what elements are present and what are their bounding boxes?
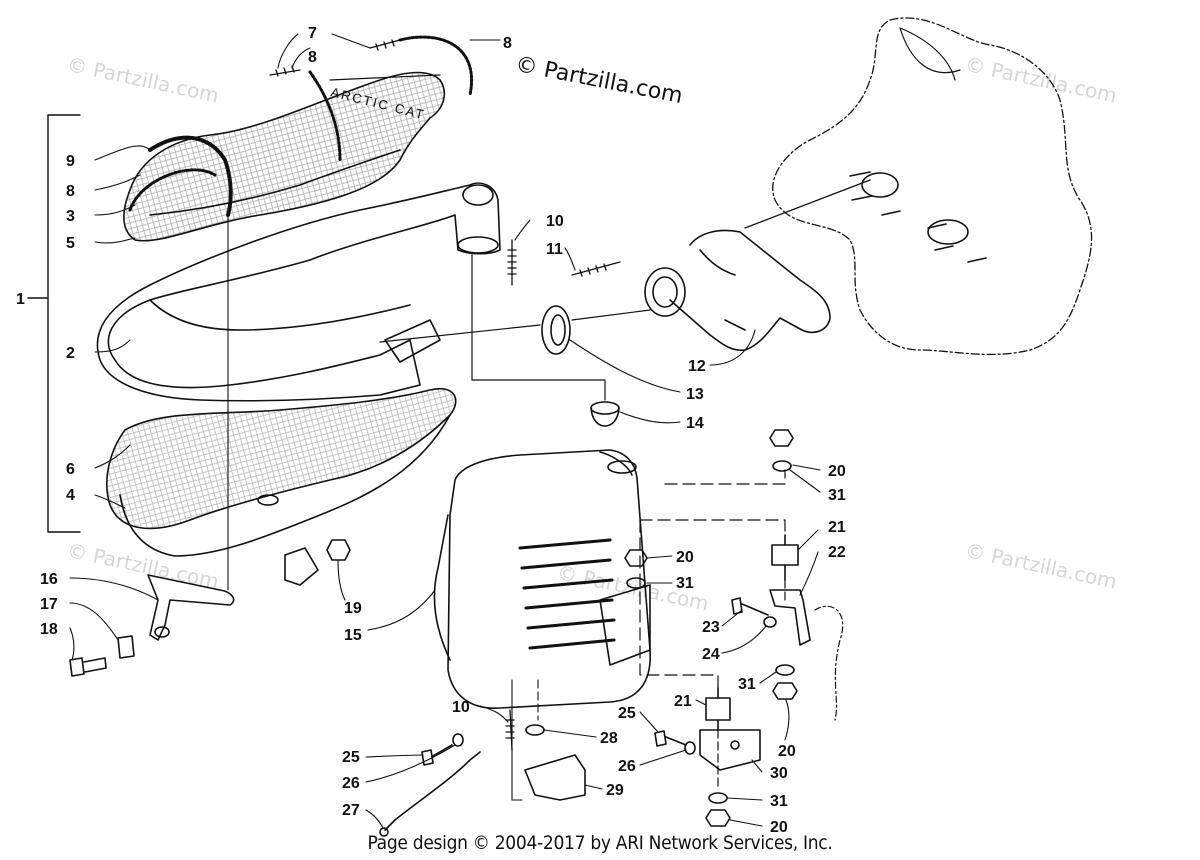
washer-31-top — [772, 460, 792, 472]
spring-9-coil — [148, 135, 233, 217]
callout-4: 4 — [66, 487, 75, 504]
callout-7: 7 — [308, 25, 317, 42]
callout-23: 23 — [702, 619, 720, 636]
callout-11: 11 — [546, 241, 563, 258]
callout-20: 20 — [778, 743, 796, 760]
callout-30: 30 — [770, 765, 788, 782]
bolt-18 — [69, 657, 107, 677]
lower-heat-shield — [106, 387, 457, 557]
callout-21: 21 — [828, 519, 846, 536]
spring-10-lower — [505, 709, 515, 751]
bolt-25-right — [654, 730, 687, 747]
callout-8: 8 — [503, 35, 512, 52]
callout-10: 10 — [546, 213, 564, 230]
muffler-grommet — [590, 401, 620, 427]
callout-8: 8 — [66, 183, 75, 200]
spring-8-small — [269, 65, 301, 77]
washer-28 — [525, 724, 545, 736]
heat-shield-bracket — [147, 574, 235, 641]
cable-27 — [379, 751, 481, 837]
callout-2: 2 — [66, 345, 75, 362]
lock-washer-24 — [763, 616, 777, 628]
callout-14: 14 — [686, 415, 704, 432]
rubber-mount-lower — [705, 687, 731, 731]
callout-20: 20 — [770, 819, 788, 836]
spring-7 — [369, 39, 401, 51]
callout-12: 12 — [688, 358, 706, 375]
callout-6: 6 — [66, 461, 75, 478]
washer-26-right — [684, 741, 696, 755]
page-footer: Page design © 2004-2017 by ARI Network S… — [367, 832, 833, 854]
engine-exhaust-studs — [849, 171, 987, 263]
washer-31-bottom — [708, 792, 728, 804]
nut-20-lower — [772, 682, 798, 700]
frame-rail — [814, 605, 844, 721]
callout-3: 3 — [66, 208, 75, 225]
nut-19 — [326, 539, 351, 561]
callout-17: 17 — [40, 596, 58, 613]
callout-27: 27 — [342, 802, 360, 819]
bolt-23 — [731, 597, 769, 616]
rear-mount-bracket — [769, 589, 811, 646]
callout-31: 31 — [738, 676, 756, 693]
callout-16: 16 — [40, 571, 58, 588]
spring-8-chain — [398, 35, 473, 97]
callout-18: 18 — [40, 621, 58, 638]
callout-8: 8 — [308, 49, 317, 66]
callout-31: 31 — [770, 793, 788, 810]
callout-26: 26 — [342, 775, 360, 792]
expansion-chamber-pipe — [96, 182, 501, 402]
bolt-25-left — [421, 744, 453, 766]
washer-26-left — [452, 733, 464, 747]
callout-31: 31 — [828, 487, 846, 504]
bushing-17 — [117, 635, 135, 659]
rubber-mount-upper — [771, 534, 799, 581]
callout-25: 25 — [618, 705, 636, 722]
plate-19 — [284, 547, 319, 586]
upper-heat-shield — [123, 71, 446, 242]
exhaust-manifold — [644, 229, 831, 352]
engine-outline — [772, 17, 1093, 356]
spring-10-upper — [507, 239, 517, 286]
callout-19: 19 — [344, 600, 362, 617]
muffler-support-bracket — [524, 754, 586, 801]
callout-20: 20 — [828, 463, 846, 480]
callout-10: 10 — [452, 699, 470, 716]
callout-9: 9 — [66, 153, 75, 170]
callout-15: 15 — [344, 627, 362, 644]
spring-8-chain — [128, 168, 217, 212]
callout-24: 24 — [702, 646, 720, 663]
group-bracket — [47, 114, 81, 533]
spring-11 — [571, 261, 621, 277]
callout-31: 31 — [676, 575, 694, 592]
nut-20-mid — [624, 549, 648, 567]
callout-21: 21 — [674, 693, 692, 710]
callout-20: 20 — [676, 549, 694, 566]
spring-8-chain — [308, 70, 342, 162]
callout-1: 1 — [16, 291, 25, 308]
nut-20-bottom — [705, 809, 731, 827]
callout-22: 22 — [828, 544, 846, 561]
washer-31-lower — [775, 664, 795, 676]
washer-31-mid — [626, 577, 646, 589]
callout-13: 13 — [686, 386, 704, 403]
callout-29: 29 — [606, 782, 624, 799]
nut-20-top — [769, 429, 794, 447]
callout-28: 28 — [600, 730, 618, 747]
muffler — [433, 449, 651, 709]
callout-26: 26 — [618, 758, 636, 775]
callout-5: 5 — [66, 235, 75, 252]
callout-25: 25 — [342, 749, 360, 766]
lower-mount-bracket — [699, 729, 761, 771]
exhaust-gasket-ring — [541, 305, 571, 355]
